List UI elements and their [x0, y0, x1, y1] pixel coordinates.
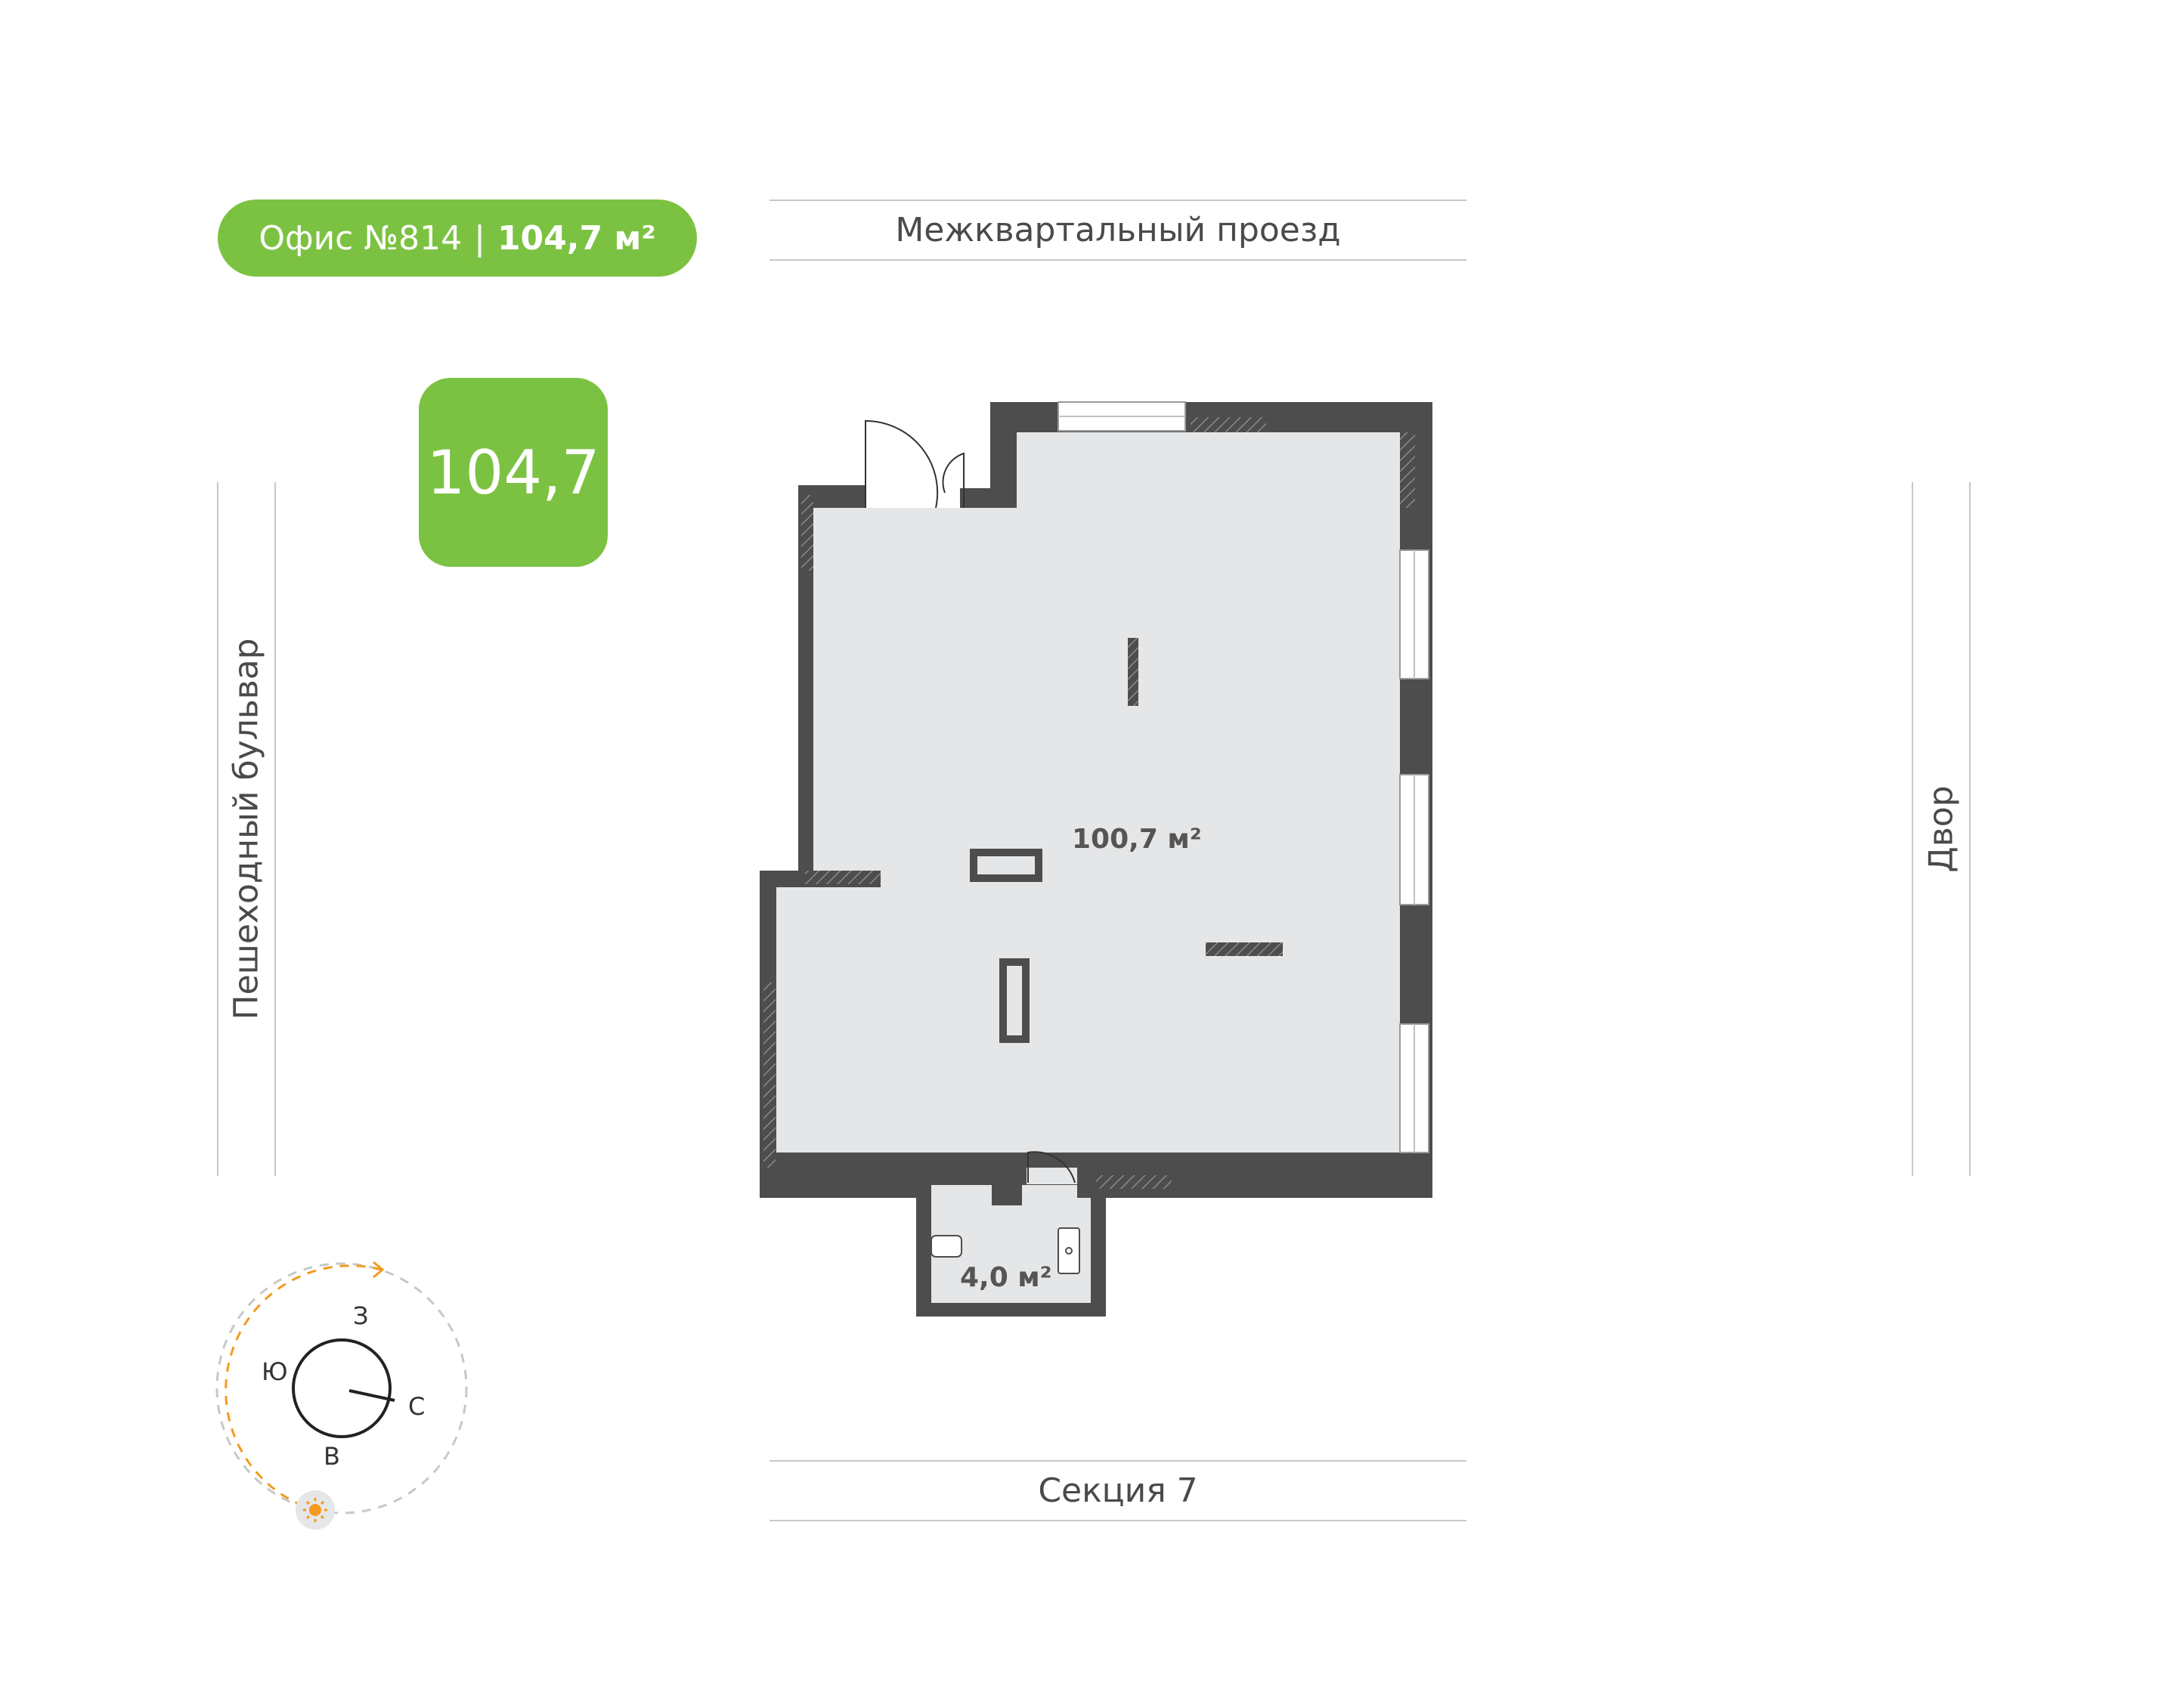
wc-area: 4,0 м²: [960, 1262, 1052, 1293]
main-room-area: 100,7 м²: [1072, 824, 1202, 855]
wc-shaft: [992, 1175, 1022, 1205]
bottom-wall-left: [760, 1168, 1047, 1183]
left-upper-wall: [798, 485, 813, 886]
street-right: Двор: [1912, 482, 1971, 1176]
entrance-door: [865, 419, 965, 509]
floor: [775, 432, 1400, 1303]
hatch-top: [1191, 417, 1266, 432]
street-left: Пешеходный бульвар: [217, 482, 276, 1176]
office-area: 104,7 м²: [497, 218, 656, 258]
toilet-icon: [931, 1235, 962, 1258]
column-3: [1206, 942, 1283, 956]
columns: [970, 638, 1283, 1043]
wc-door: [1027, 1151, 1077, 1184]
sun-path-gray: [215, 1262, 468, 1515]
compass-east: В: [324, 1442, 340, 1471]
street-top-label: Межквартальный проезд: [895, 211, 1341, 249]
compass-north: С: [408, 1392, 426, 1421]
street-bottom: Секция 7: [770, 1460, 1466, 1521]
hatch-left-lower: [763, 982, 776, 1168]
sun-path-arrow-icon: [373, 1261, 385, 1279]
title-separator: |: [474, 218, 485, 258]
street-top: Межквартальный проезд: [770, 200, 1466, 261]
compass-needle: [348, 1389, 395, 1402]
compass-dial: [292, 1338, 392, 1438]
area-badge: 104,7: [419, 378, 608, 567]
compass-west: З: [353, 1301, 369, 1330]
main-floor: [775, 432, 1400, 1153]
wc-fixtures: [931, 1227, 1080, 1274]
hatch-bottom: [1096, 1175, 1172, 1189]
hatch-right-top: [1400, 432, 1415, 508]
compass-south: Ю: [262, 1357, 288, 1386]
wc-left-wall: [916, 1183, 931, 1317]
area-badge-value: 104,7: [426, 437, 600, 508]
office-title: Офис №814: [259, 218, 463, 258]
vestibule-bottom-wall: [960, 488, 1017, 508]
column-1: [1128, 638, 1138, 706]
hatch-notch: [805, 871, 881, 884]
wc-bottom-wall: [916, 1303, 1106, 1317]
sun-icon: [309, 1504, 321, 1516]
wc-right-wall: [1091, 1183, 1106, 1317]
street-bottom-label: Секция 7: [1038, 1471, 1198, 1510]
compass: [215, 1261, 468, 1530]
office-title-pill: Офис №814 | 104,7 м²: [218, 200, 697, 277]
hatch-left-upper: [801, 495, 813, 571]
